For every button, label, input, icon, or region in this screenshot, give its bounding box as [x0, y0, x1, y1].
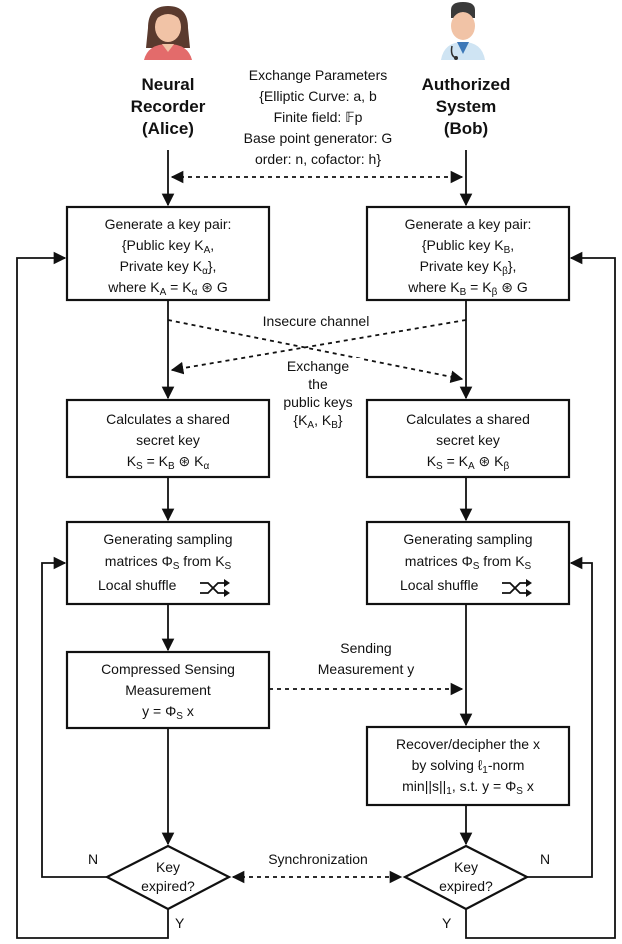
svg-text:y = ΦS x: y = ΦS x [142, 703, 194, 722]
alice-no-label: N [88, 851, 98, 867]
alice-no-loop [41, 556, 107, 878]
exchange-public-keys-label: Exchange the public keys {KA, KB} [283, 358, 352, 431]
svg-text:Generating sampling: Generating sampling [103, 531, 232, 547]
bob-decision-line1: Key [454, 859, 478, 875]
doctor-avatar-icon [441, 2, 485, 60]
svg-text:System: System [436, 97, 496, 116]
insecure-channel-bg [246, 312, 390, 330]
svg-text:Authorized: Authorized [422, 75, 511, 94]
alice-yes-loop [16, 251, 169, 939]
svg-text:where KB = Kβ ⊛ G: where KB = Kβ ⊛ G [407, 279, 528, 298]
svg-text:where KA = Kα ⊛ G: where KA = Kα ⊛ G [107, 279, 228, 298]
svg-text:Local shuffle: Local shuffle [98, 577, 177, 593]
svg-text:order: n, cofactor: h}: order: n, cofactor: h} [255, 151, 381, 167]
svg-text:{Public key KB,: {Public key KB, [422, 237, 514, 256]
svg-text:Exchange: Exchange [287, 358, 349, 374]
svg-text:Generate a key pair:: Generate a key pair: [105, 216, 232, 232]
svg-text:matrices ΦS from KS: matrices ΦS from KS [105, 553, 232, 572]
svg-text:{Elliptic Curve: a, b: {Elliptic Curve: a, b [259, 88, 377, 104]
bob-to-alice-key-arrow [170, 319, 467, 375]
alice-sampling-box [65, 520, 271, 606]
svg-text:{Public key KA,: {Public key KA, [122, 237, 214, 256]
svg-text:Calculates a shared: Calculates a shared [406, 411, 530, 427]
bob-no-label: N [540, 851, 550, 867]
svg-text:secret key: secret key [136, 432, 200, 448]
svg-text:KS = KA ⊛ Kβ: KS = KA ⊛ Kβ [427, 453, 510, 472]
bob-yes-label: Y [442, 915, 452, 931]
compressed-sensing-text: Compressed Sensing Measurement y = ΦS x [101, 661, 235, 722]
alice-label: Neural Recorder (Alice) [131, 75, 206, 138]
svg-text:Sending: Sending [340, 640, 391, 656]
recover-box [365, 725, 571, 807]
svg-text:Generating sampling: Generating sampling [403, 531, 532, 547]
svg-text:Measurement: Measurement [125, 682, 211, 698]
svg-text:Recorder: Recorder [131, 97, 206, 116]
svg-text:min||s||1, s.t. y = ΦS x: min||s||1, s.t. y = ΦS x [402, 778, 534, 797]
svg-text:(Alice): (Alice) [142, 119, 194, 138]
svg-text:Measurement y: Measurement y [318, 661, 414, 677]
bob-label: Authorized System (Bob) [422, 75, 511, 138]
svg-text:Private key Kβ},: Private key Kβ}, [420, 258, 517, 277]
bob-shared-secret-box [365, 398, 571, 479]
alice-shared-secret-box [65, 398, 271, 479]
alice-keypair-text: Generate a key pair: {Public key KA, Pri… [105, 216, 232, 298]
svg-text:secret key: secret key [436, 432, 500, 448]
svg-text:Recover/decipher the x: Recover/decipher the x [396, 736, 540, 752]
svg-text:Exchange Parameters: Exchange Parameters [249, 67, 388, 83]
svg-text:Neural: Neural [142, 75, 195, 94]
alice-shared-secret-text: Calculates a shared secret key KS = KB ⊛… [106, 411, 230, 472]
svg-text:Private key Kα},: Private key Kα}, [120, 258, 217, 277]
female-avatar-icon [144, 6, 192, 60]
alice-decision-line2: expired? [141, 878, 195, 894]
svg-text:Local shuffle: Local shuffle [400, 577, 479, 593]
svg-text:Finite field: 𝔽p: Finite field: 𝔽p [274, 109, 363, 125]
insecure-channel-label: Insecure channel [263, 313, 370, 329]
shuffle-icon [502, 579, 532, 597]
alice-sampling-text: Generating sampling matrices ΦS from KS … [98, 531, 233, 593]
bob-shared-secret-text: Calculates a shared secret key KS = KA ⊛… [406, 411, 530, 472]
svg-text:Calculates a shared: Calculates a shared [106, 411, 230, 427]
bob-keypair-text: Generate a key pair: {Public key KB, Pri… [405, 216, 532, 298]
bob-no-loop [527, 556, 593, 878]
bob-yes-loop [465, 251, 616, 939]
sending-measurement-label: Sending Measurement y [318, 640, 414, 677]
svg-text:KS = KB ⊛ Kα: KS = KB ⊛ Kα [127, 453, 210, 472]
alice-to-bob-key-arrow [167, 319, 464, 383]
svg-text:Compressed Sensing: Compressed Sensing [101, 661, 235, 677]
alice-yes-label: Y [175, 915, 185, 931]
exchange-parameters: Exchange Parameters {Elliptic Curve: a, … [244, 67, 393, 167]
svg-text:the: the [308, 376, 328, 392]
svg-text:by solving ℓ1-norm: by solving ℓ1-norm [412, 757, 525, 776]
exchange-keys-bg [272, 358, 364, 414]
bob-decision-line2: expired? [439, 878, 493, 894]
svg-text:public keys: public keys [283, 394, 352, 410]
svg-text:{KA, KB}: {KA, KB} [293, 412, 342, 431]
shuffle-icon [200, 579, 230, 597]
svg-text:Generate a key pair:: Generate a key pair: [405, 216, 532, 232]
recover-text: Recover/decipher the x by solving ℓ1-nor… [396, 736, 540, 797]
alice-keypair-box [65, 205, 271, 302]
alice-decision-line1: Key [156, 859, 180, 875]
bob-keypair-box [365, 205, 571, 302]
synchronization-label: Synchronization [268, 851, 368, 867]
svg-text:Base point generator: G: Base point generator: G [244, 130, 393, 146]
svg-text:matrices ΦS from KS: matrices ΦS from KS [405, 553, 532, 572]
svg-text:(Bob): (Bob) [444, 119, 488, 138]
bob-sampling-text: Generating sampling matrices ΦS from KS … [400, 531, 533, 593]
bob-sampling-box [365, 520, 571, 606]
